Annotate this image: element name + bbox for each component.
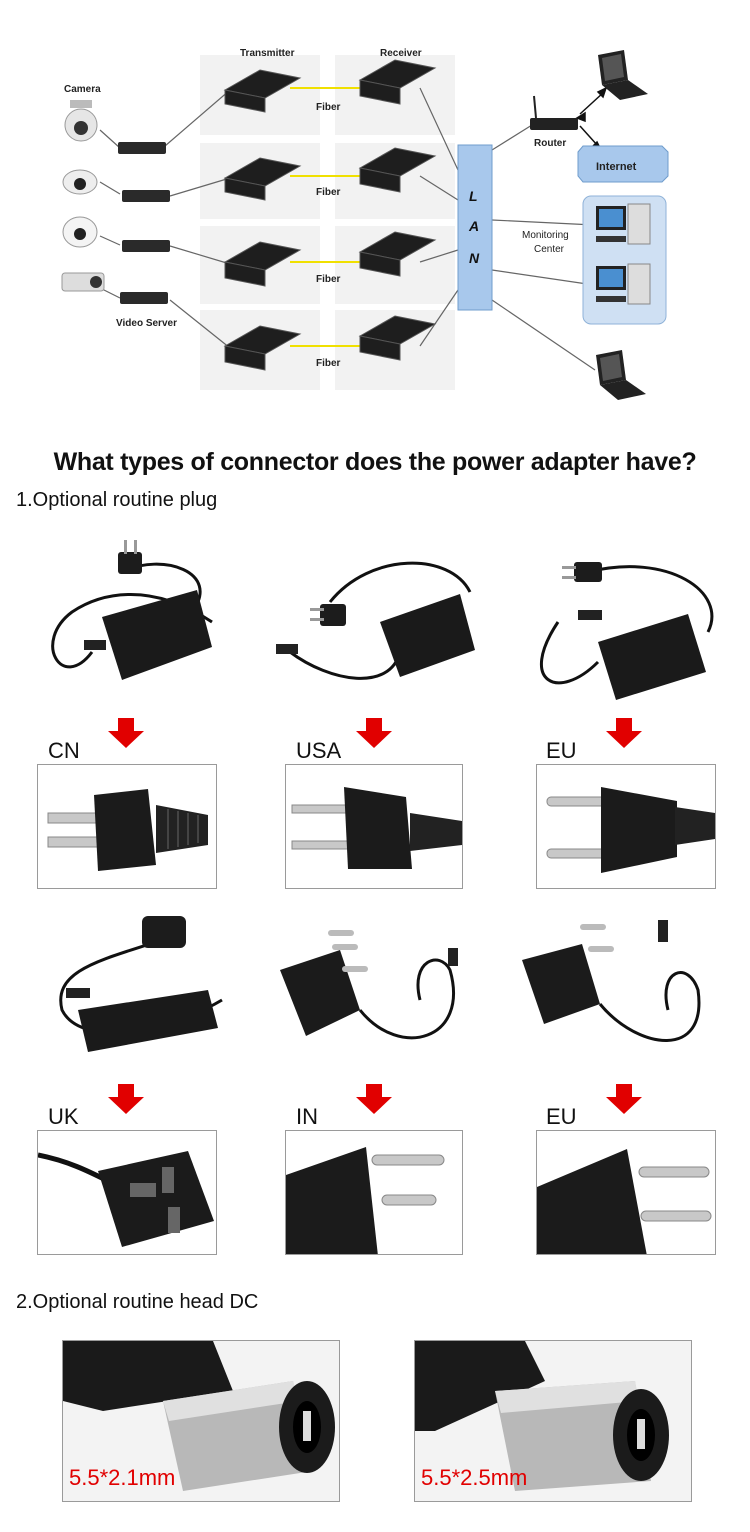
plug-label-eu-2: EU — [546, 1104, 577, 1129]
dc-size-label-2-1: 5.5*2.1mm — [69, 1465, 176, 1490]
red-down-arrow-in — [356, 1084, 392, 1114]
lan-letter-a: A — [469, 218, 480, 234]
plug-label-uk: UK — [48, 1104, 79, 1129]
adapter-photo-uk — [22, 900, 230, 1082]
dc-head-photo-2-1: 5.5*2.1mm — [62, 1340, 340, 1502]
plug-label-cn: CN — [48, 738, 80, 763]
lan-letter-l: L — [469, 188, 478, 204]
red-down-arrow-uk — [108, 1084, 144, 1114]
plug-closeup-usa — [285, 764, 463, 889]
adapter-photo-in — [270, 900, 478, 1082]
adapter-photo-eu-2 — [518, 900, 726, 1082]
plug-label-in: IN — [296, 1104, 318, 1129]
fiber-label-2: Fiber — [316, 187, 341, 198]
page-title: What types of connector does the power a… — [53, 448, 697, 476]
fiber-label-1: Fiber — [316, 102, 341, 113]
plug-closeup-cn — [37, 764, 217, 889]
plug-label-eu: EU — [546, 738, 577, 763]
plug-label-usa: USA — [296, 738, 342, 763]
section-title-dc: 2.Optional routine head DC — [16, 1291, 259, 1313]
network-diagram-graphic — [61, 50, 669, 400]
lan-letter-n: N — [469, 250, 480, 266]
dc-head-photo-2-5: 5.5*2.5mm — [414, 1340, 692, 1502]
adapter-photo-cn — [22, 532, 230, 712]
dc-size-label-2-5: 5.5*2.5mm — [421, 1465, 528, 1490]
fiber-label-3: Fiber — [316, 274, 341, 285]
red-down-arrow-usa — [356, 718, 392, 748]
video-server-label: Video Server — [116, 318, 177, 329]
plug-closeup-eu — [536, 764, 716, 889]
transmitter-label: Transmitter — [240, 48, 295, 59]
red-down-arrow-cn — [108, 718, 144, 748]
adapter-photo-usa — [270, 532, 478, 712]
plug-closeup-uk — [37, 1130, 217, 1255]
section-title-plugs: 1.Optional routine plug — [16, 489, 218, 511]
fiber-label-4: Fiber — [316, 358, 341, 369]
plug-closeup-eu-2 — [536, 1130, 716, 1255]
red-down-arrow-eu-2 — [606, 1084, 642, 1114]
camera-label: Camera — [64, 84, 101, 95]
center-label: Center — [534, 244, 565, 255]
receiver-label: Receiver — [380, 48, 422, 59]
plug-closeup-in — [285, 1130, 463, 1255]
network-diagram: Camera Transmitter Receiver Fiber Fiber … — [0, 0, 750, 420]
monitoring-label: Monitoring — [522, 230, 569, 241]
internet-label: Internet — [596, 161, 637, 173]
red-down-arrow-eu — [606, 718, 642, 748]
router-label: Router — [534, 138, 567, 149]
adapter-photo-eu — [518, 532, 726, 712]
